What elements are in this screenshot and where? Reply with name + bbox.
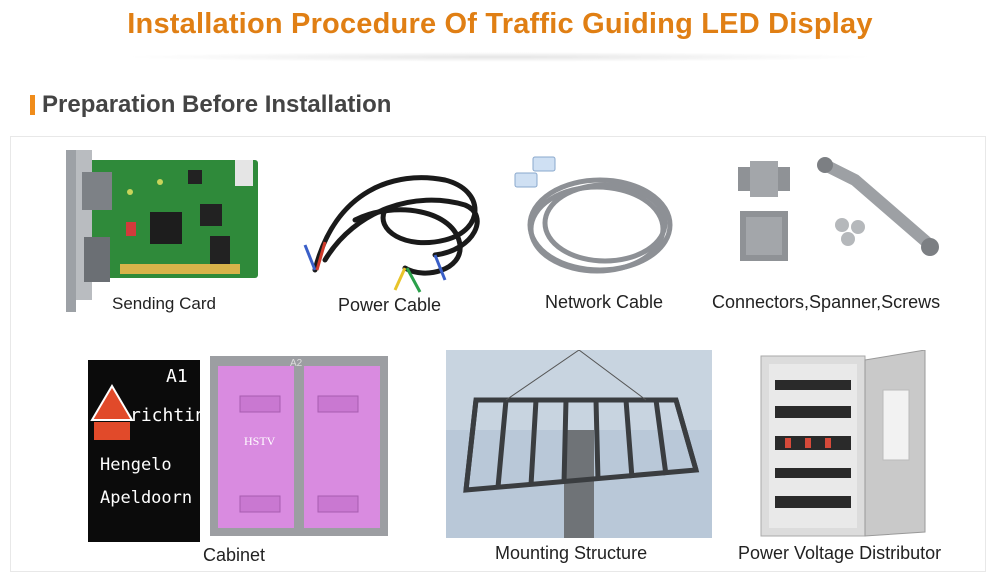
- sign-line-3: Apeldoorn: [100, 488, 193, 508]
- sign-line-1: richting: [130, 405, 217, 426]
- power-distributor-image: [755, 350, 935, 542]
- mounting-structure-caption: Mounting Structure: [495, 543, 648, 563]
- page-title: Installation Procedure Of Traffic Guidin…: [127, 8, 873, 40]
- section-title: Preparation Before Installation: [42, 91, 392, 118]
- network-cable-caption: Network Cable: [545, 292, 664, 312]
- cabinet-image: [210, 356, 388, 536]
- sign-line-2: Hengelo: [100, 455, 172, 475]
- connectors-spanner-screws-image: [730, 155, 960, 265]
- cabinet-caption: Cabinet: [203, 545, 266, 565]
- power-cable-caption: Power Cable: [338, 295, 442, 315]
- sending-card-image: [60, 142, 270, 312]
- led-sign-image: [88, 360, 200, 542]
- section-header: Preparation Before Installation: [30, 90, 391, 120]
- sign-code: A1: [166, 366, 188, 387]
- title-underline-shadow: [120, 52, 880, 62]
- sending-card-caption: Sending Card: [112, 294, 216, 313]
- network-cable-image: [505, 145, 685, 285]
- cabinet-brand: HSTV: [244, 434, 276, 448]
- power-cable-image: [295, 150, 495, 300]
- mounting-structure-image: [446, 350, 712, 538]
- connectors-caption: Connectors,Spanner,Screws: [712, 292, 941, 312]
- power-distributor-caption: Power Voltage Distributor: [738, 543, 942, 563]
- cabinet-panel-code: A2: [290, 358, 303, 369]
- section-accent-bar: [30, 95, 35, 115]
